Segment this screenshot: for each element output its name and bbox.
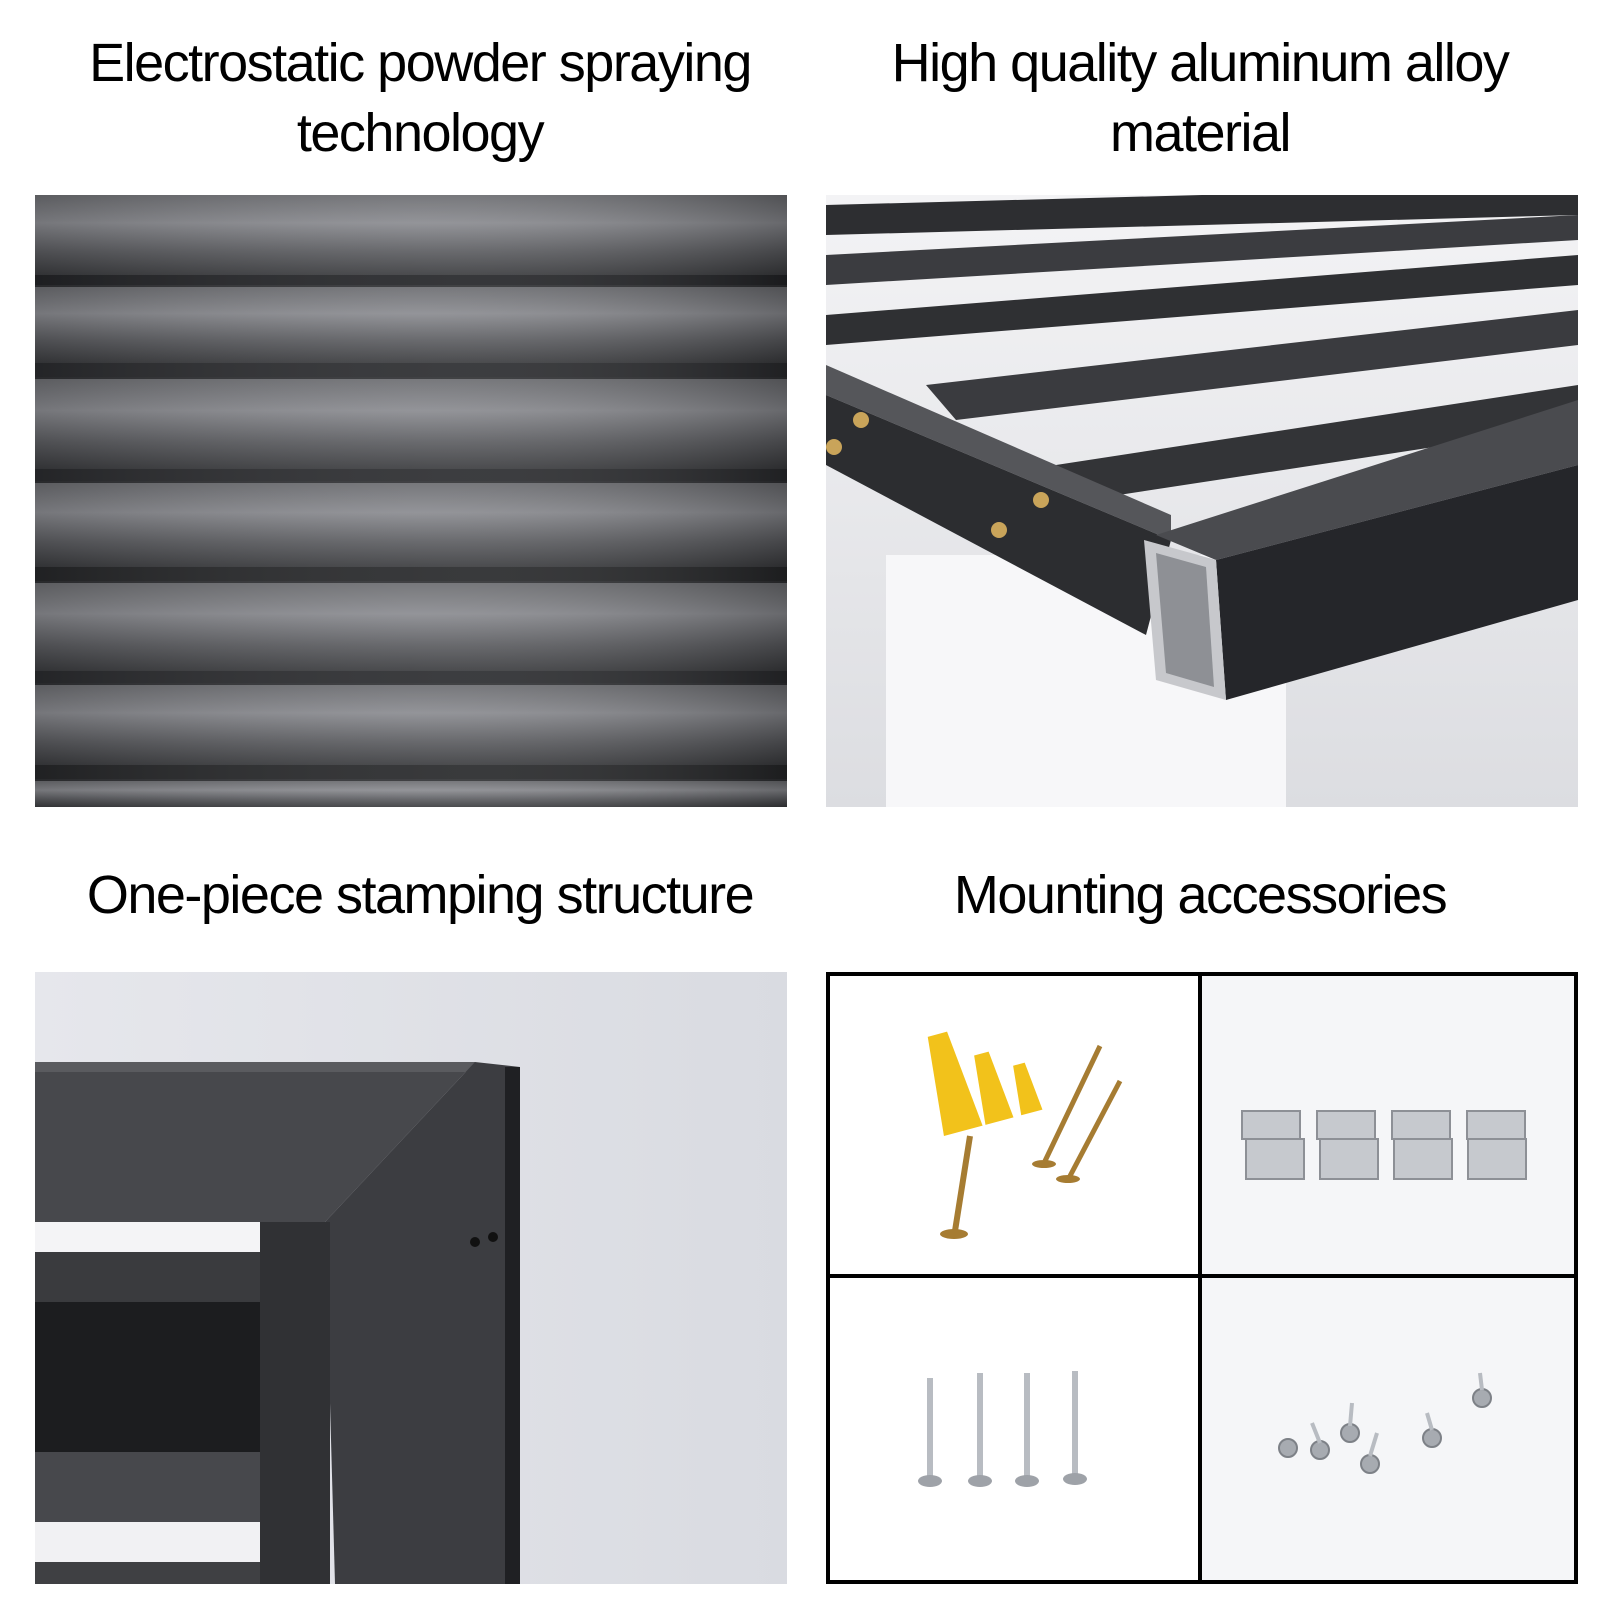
accessories-grid [826,972,1578,1584]
long-screws-cell [830,1278,1198,1580]
aluminum-frame-photo [826,195,1578,807]
louver-slats-photo [35,195,787,807]
l-brackets-cell [1202,976,1574,1274]
short-screws-cell [1202,1278,1574,1580]
aluminum-frame-corner-icon [826,195,1578,807]
wall-plugs-cell [830,976,1198,1274]
stamped-frame-photo [35,972,787,1584]
long-screws-icon [918,1371,1087,1487]
caption-powder-spraying: Electrostatic powder spraying technology [89,33,752,163]
louver-slats-icon [35,195,787,807]
short-screws-icon [1278,1372,1492,1474]
l-brackets-icon [1241,1110,1527,1180]
caption-mounting-accessories: Mounting accessories [953,865,1448,925]
stamped-frame-corner-icon [35,972,787,1584]
caption-stamping-structure: One-piece stamping structure [86,865,755,925]
caption-aluminum-alloy: High quality aluminum alloy material [891,33,1510,163]
wall-plugs-screws-icon [927,1031,1123,1239]
